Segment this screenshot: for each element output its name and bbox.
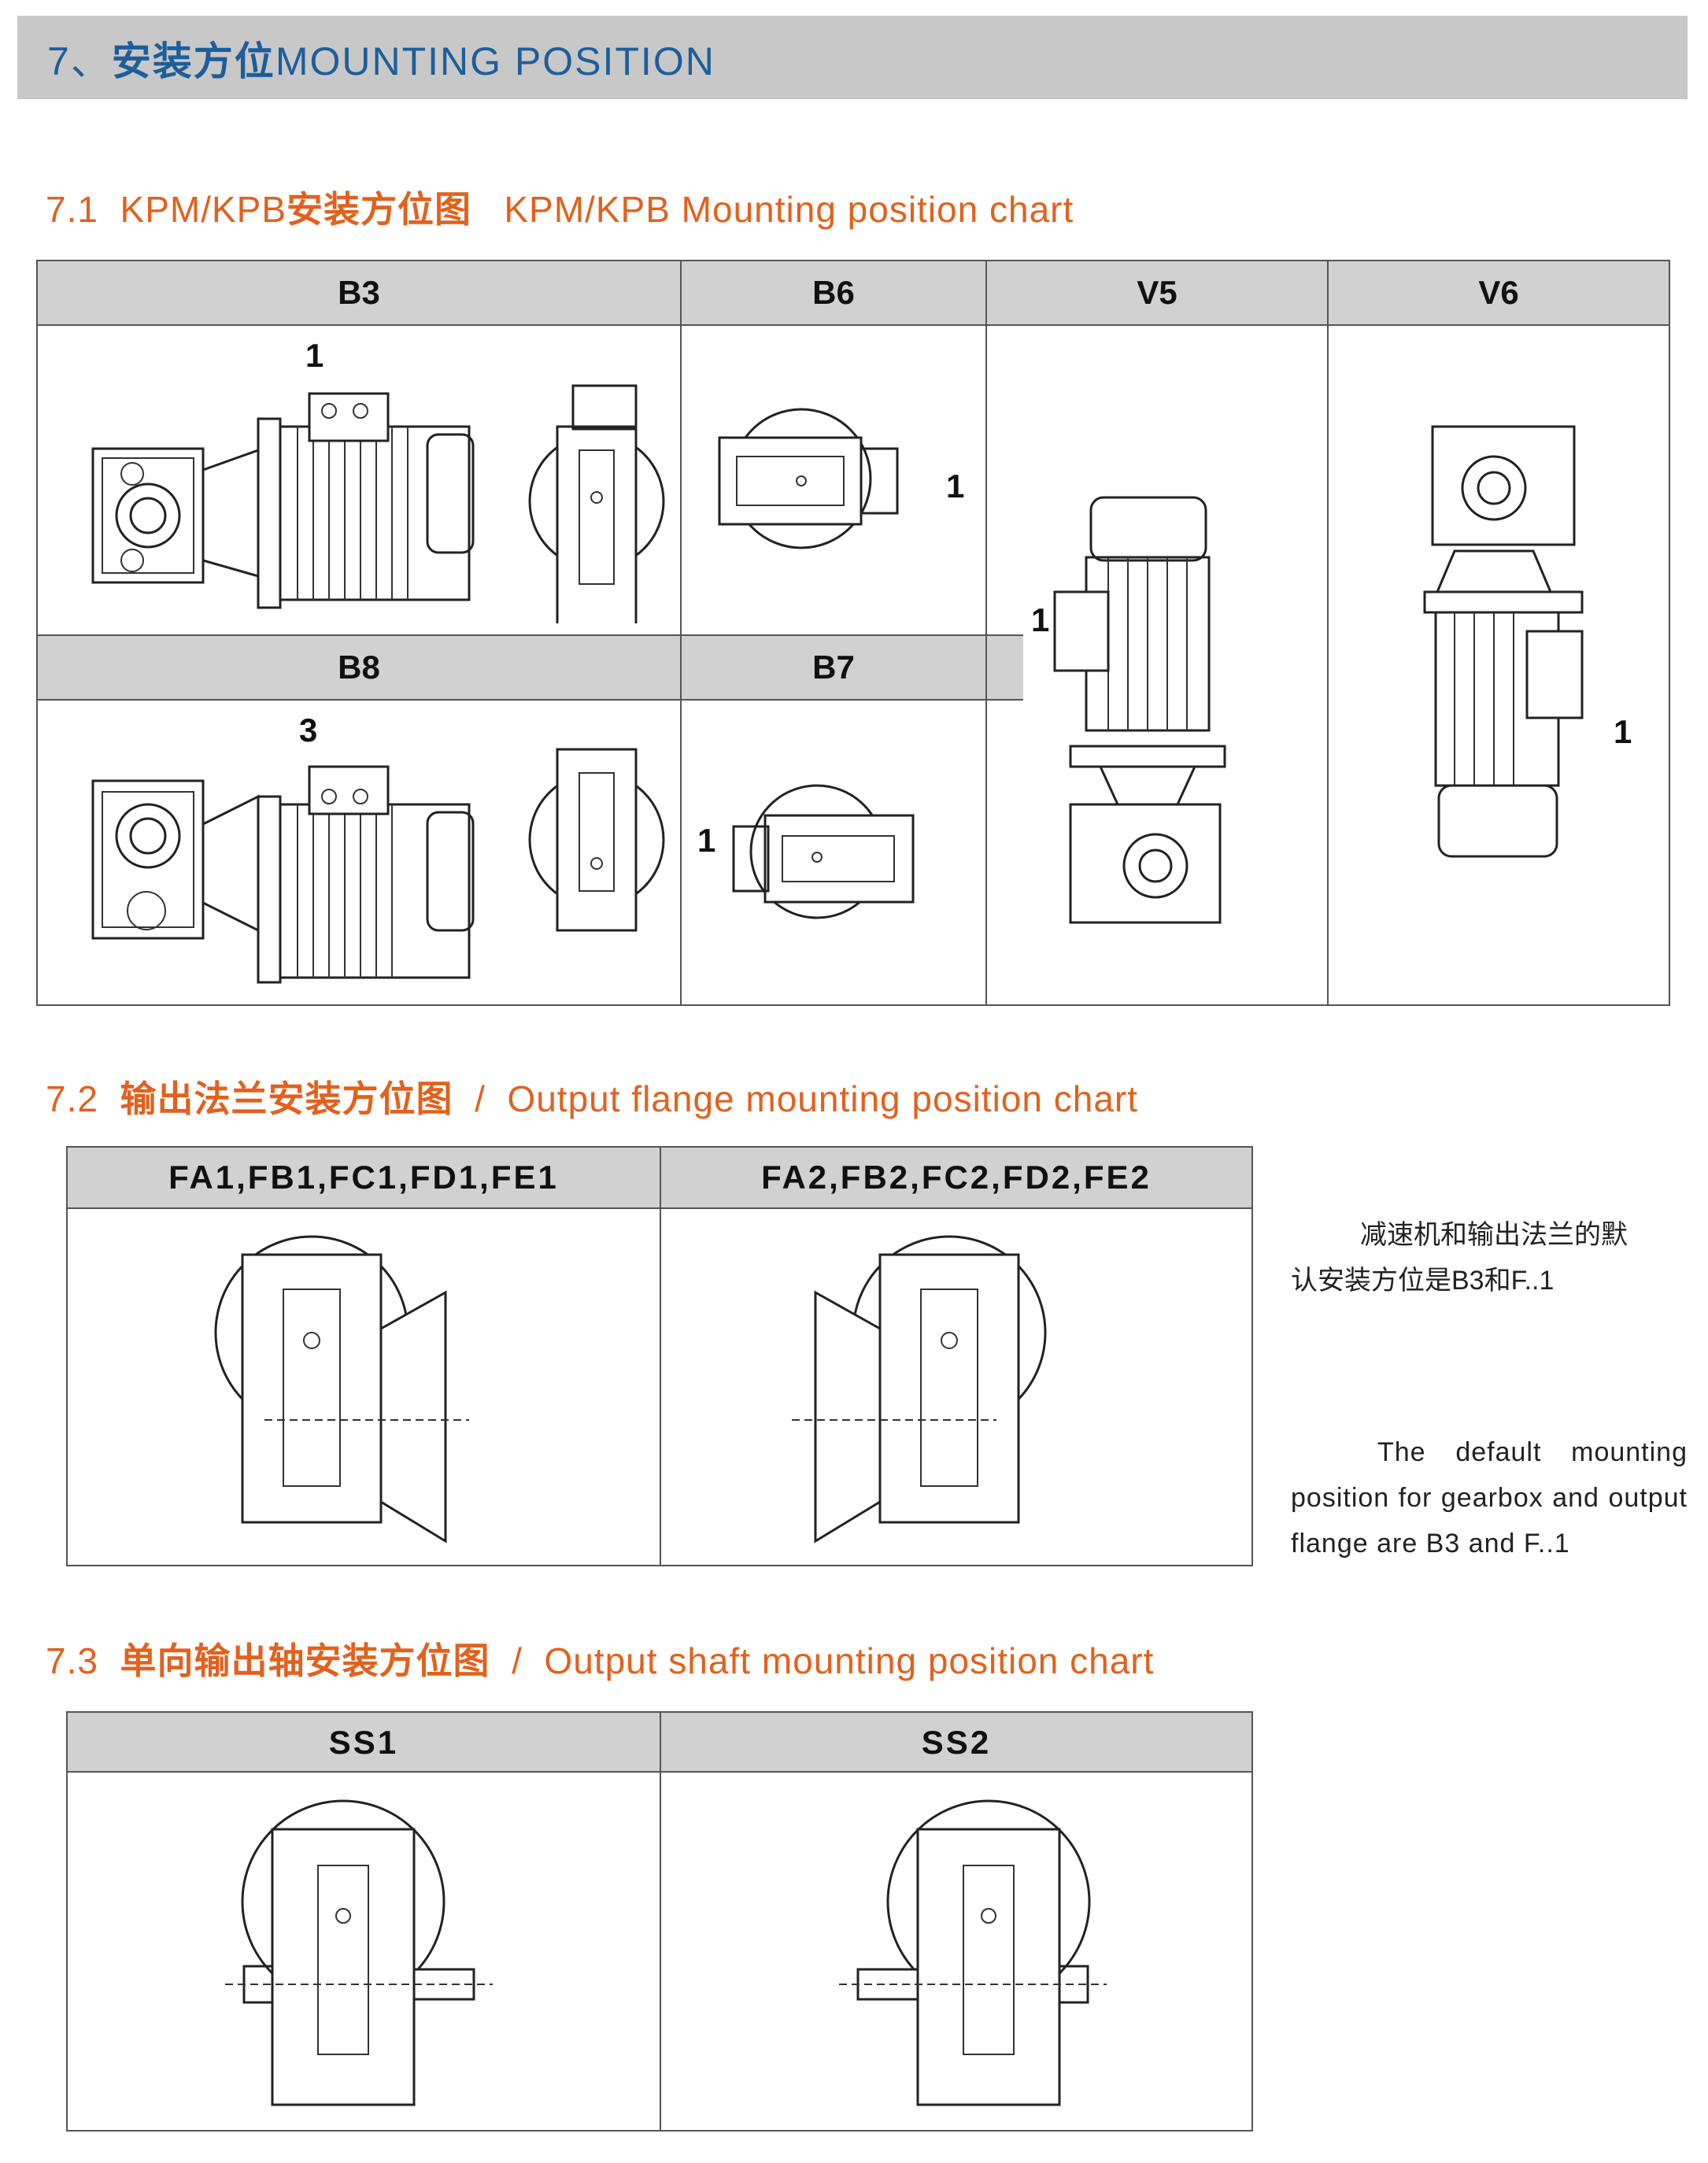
banner-number: 7、 (47, 39, 112, 83)
b6-gearmotor-drawing (718, 408, 899, 549)
note-zh-line1: 减速机和输出法兰的默 (1360, 1220, 1628, 1250)
ss2-shaft-drawing (839, 1799, 1107, 2106)
header-b6: B6 (812, 274, 855, 311)
section-7-1-number: 7.1 (46, 189, 98, 230)
section-7-3-title-zh: 单向输出轴安装方位图 (120, 1640, 490, 1682)
section-7-1-title-en: KPM/KPB Mounting position chart (504, 189, 1074, 230)
section-7-3-title: 7.3 单向输出轴安装方位图 / Output shaft mounting p… (46, 1632, 1154, 1684)
callout-b6: 1 (946, 468, 965, 505)
section-7-3-separator: / (512, 1640, 523, 1681)
output-shaft-table: SS1 SS2 (66, 1711, 1253, 2132)
header-ss1: SS1 (328, 1724, 399, 1761)
callout-b3: 1 (305, 337, 324, 374)
header-ss2: SS2 (921, 1724, 992, 1761)
header-v6: V6 (1478, 274, 1519, 311)
callout-b7: 1 (697, 822, 716, 859)
b8-gearmotor-drawing (91, 748, 665, 984)
section-7-3-title-en: Output shaft mounting position chart (544, 1640, 1155, 1681)
header-b7: B7 (812, 649, 855, 686)
header-v5: V5 (1137, 274, 1177, 311)
section-7-1-title-zh: 安装方位图 (287, 188, 472, 231)
header-row-2 (38, 634, 1023, 701)
section-7-3-number: 7.3 (46, 1640, 98, 1681)
header-fa1: FA1,FB1,FC1,FD1,FE1 (168, 1159, 559, 1196)
output-flange-table: FA1,FB1,FC1,FD1,FE1 FA2,FB2,FC2,FD2,FE2 (66, 1146, 1253, 1566)
divider (985, 261, 987, 1004)
banner-title: 7、安装方位MOUNTING POSITION (47, 30, 715, 87)
header-b8: B8 (338, 649, 380, 686)
b3-gearmotor-drawing (91, 384, 665, 623)
banner-title-zh: 安装方位 (111, 38, 275, 84)
divider (1327, 261, 1329, 1004)
header-fa2: FA2,FB2,FC2,FD2,FE2 (761, 1159, 1152, 1196)
section-banner (17, 16, 1688, 99)
section-7-2-separator: / (475, 1078, 486, 1119)
note-zh-line2: 认安装方位是B3和F..1 (1291, 1266, 1555, 1296)
section-7-2-number: 7.2 (46, 1078, 98, 1119)
divider (680, 261, 682, 1004)
header-row (38, 261, 1669, 326)
callout-b8: 3 (299, 712, 318, 749)
header-b3: B3 (338, 274, 380, 311)
ss1-shaft-drawing (225, 1799, 493, 2106)
callout-v5: 1 (1031, 601, 1050, 638)
section-7-2-title: 7.2 输出法兰安装方位图 / Output flange mounting p… (46, 1070, 1138, 1122)
default-position-note-zh: 减速机和输出法兰的默 认安装方位是B3和F..1 (1291, 1212, 1688, 1303)
fa1-flange-drawing (214, 1235, 469, 1544)
section-7-1-prefix: KPM/KPB (120, 189, 287, 230)
v5-gearmotor-drawing (1053, 496, 1226, 924)
v6-gearmotor-drawing (1423, 425, 1584, 858)
section-7-2-title-en: Output flange mounting position chart (507, 1078, 1139, 1119)
fa2-flange-drawing (792, 1235, 1047, 1544)
callout-v6: 1 (1614, 713, 1632, 750)
section-7-1-title: 7.1 KPM/KPB安装方位图 KPM/KPB Mounting positi… (46, 181, 1074, 233)
mounting-position-table: B3 B6 V5 V6 B8 B7 1 1 (36, 260, 1670, 1006)
b7-gearmotor-drawing (732, 784, 915, 919)
divider (660, 1148, 661, 1565)
banner-title-en: MOUNTING POSITION (275, 39, 715, 83)
section-7-2-title-zh: 输出法兰安装方位图 (120, 1078, 453, 1120)
default-position-note-en: The default mounting position for gearbo… (1291, 1437, 1688, 1558)
divider (660, 1713, 661, 2130)
